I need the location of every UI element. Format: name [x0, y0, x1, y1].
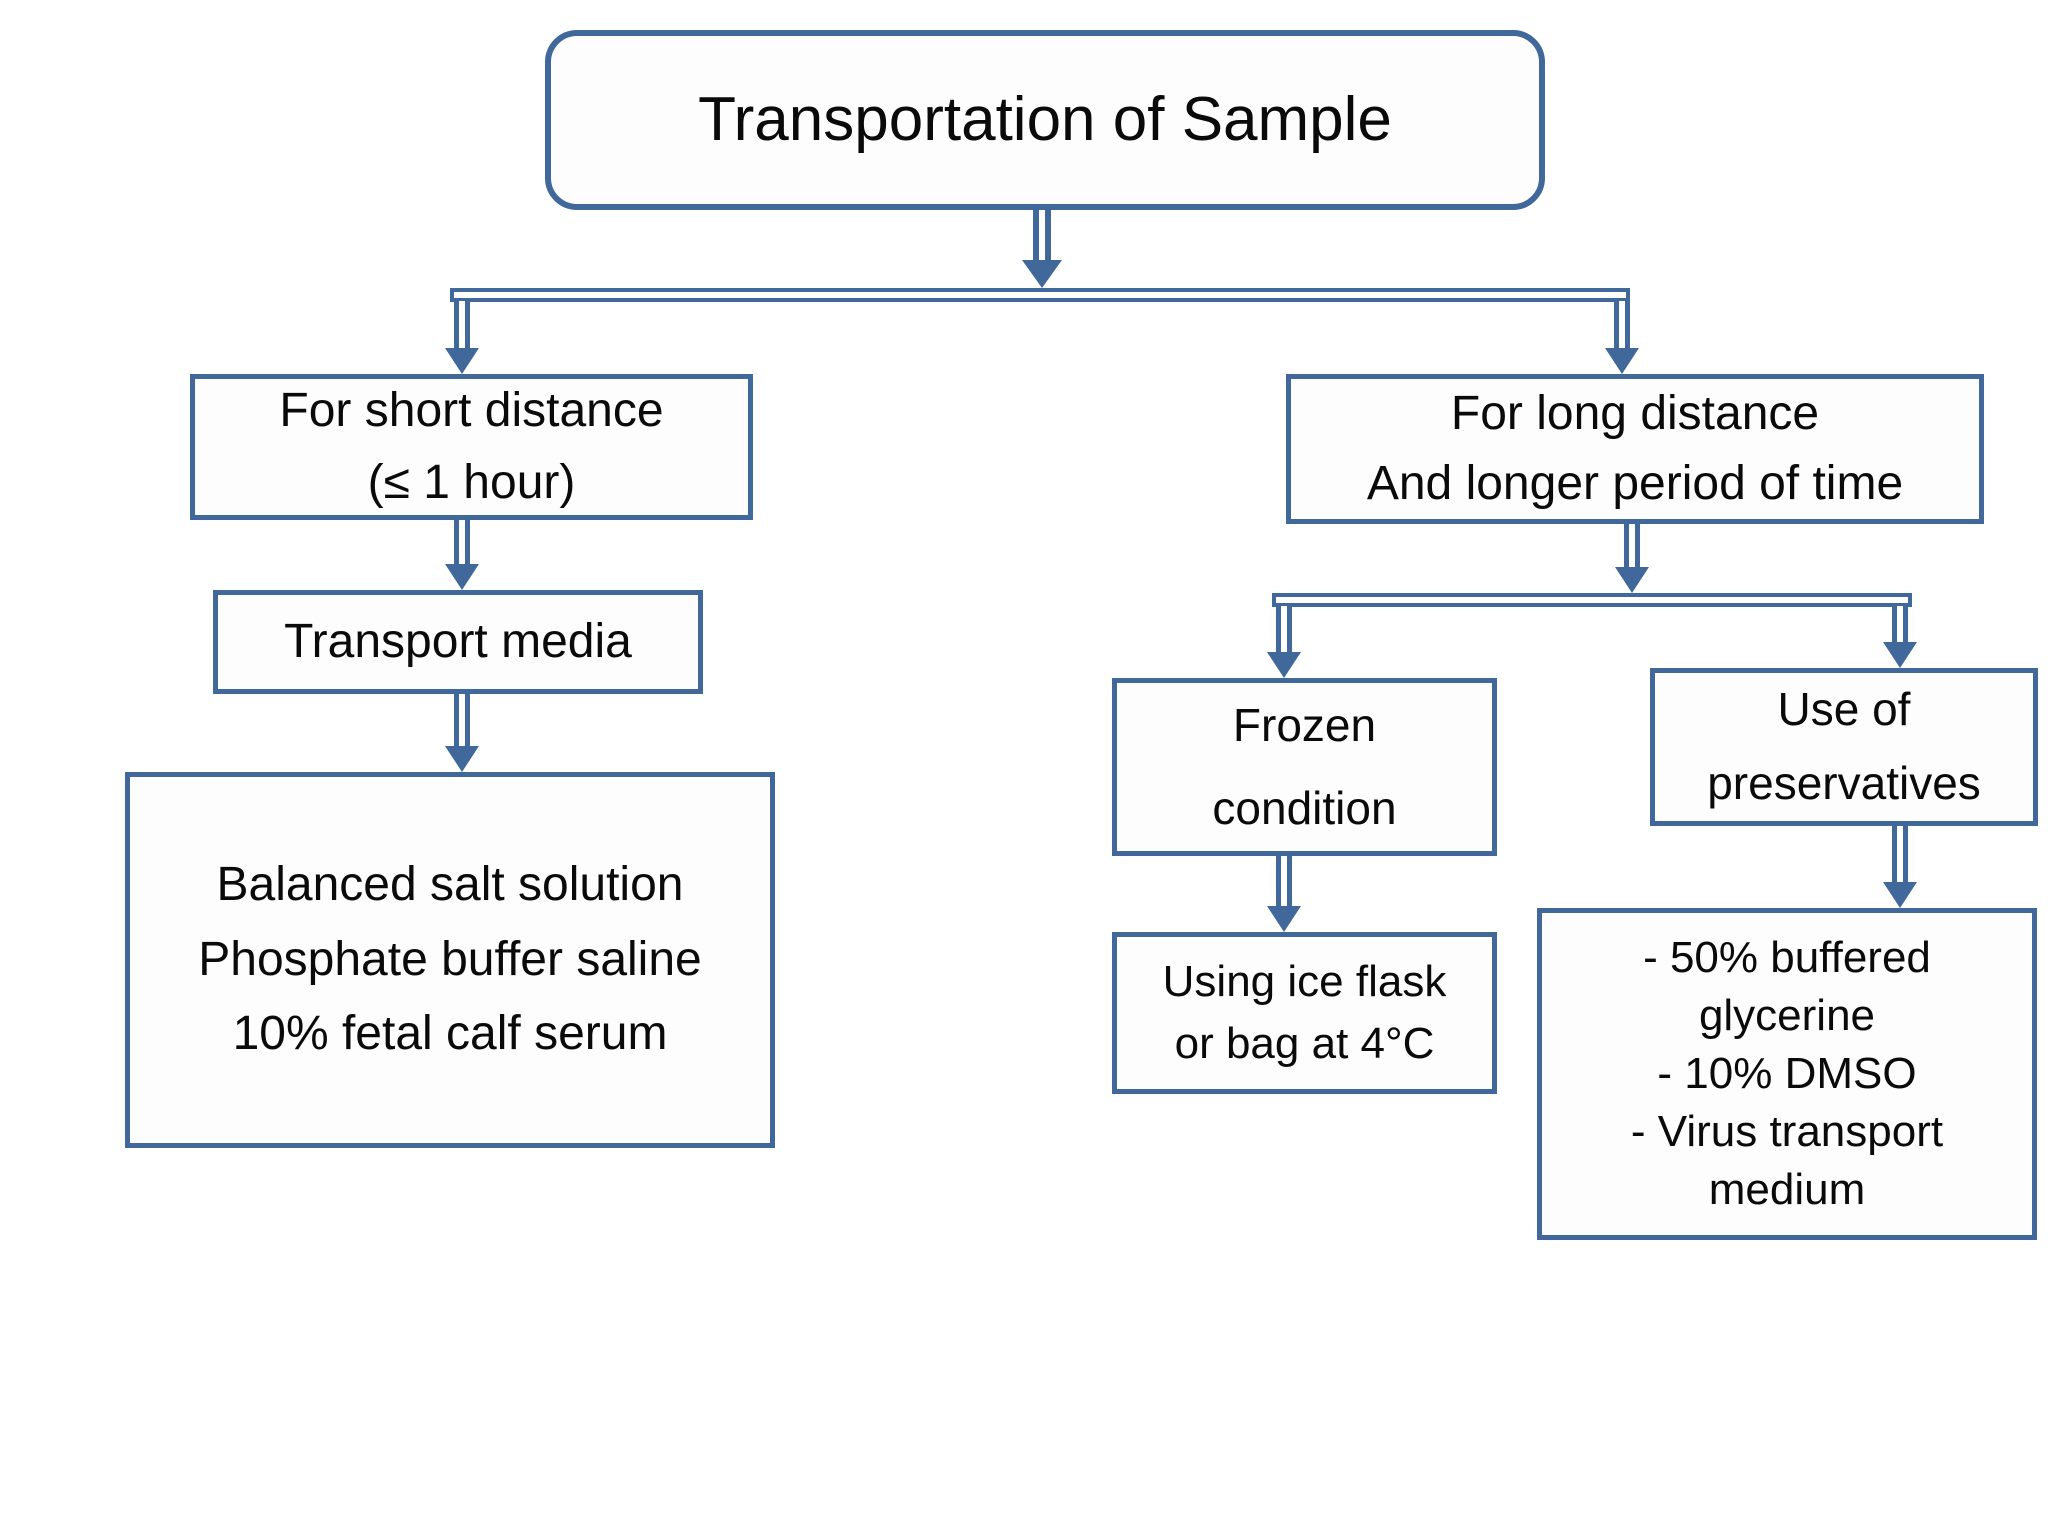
- node-preservatives-detail: - 50% buffered glycerine - 10% DMSO - Vi…: [1537, 908, 2037, 1240]
- arrow-split2-right: [1883, 606, 1917, 668]
- arrow-head-icon: [1605, 348, 1639, 374]
- arrow-split2-left: [1267, 606, 1301, 678]
- arrow-shaft: [1892, 826, 1908, 882]
- split-bar-main: [450, 288, 1630, 302]
- arrow-head-icon: [445, 746, 479, 772]
- arrow-long-to-split: [1615, 524, 1649, 593]
- arrow-preservatives-to-detail: [1883, 826, 1917, 908]
- arrow-head-icon: [1267, 906, 1301, 932]
- arrow-shaft: [1033, 210, 1051, 260]
- node-frozen-condition-label: Frozen condition: [1212, 699, 1397, 834]
- node-use-of-preservatives: Use of preservatives: [1650, 668, 2038, 826]
- arrow-short-to-media: [445, 520, 479, 590]
- arrow-shaft: [454, 520, 470, 564]
- arrow-media-to-detail: [445, 694, 479, 772]
- node-transport-media-detail-label: Balanced salt solution Phosphate buffer …: [198, 858, 702, 1061]
- arrow-head-icon: [445, 564, 479, 590]
- arrow-split-right: [1605, 301, 1639, 374]
- arrow-head-icon: [1883, 642, 1917, 668]
- node-long-distance: For long distance And longer period of t…: [1286, 374, 1984, 524]
- arrow-split-left: [445, 301, 479, 374]
- arrow-head-icon: [445, 348, 479, 374]
- arrow-shaft: [454, 301, 470, 348]
- node-frozen-detail-label: Using ice flask or bag at 4°C: [1162, 957, 1447, 1068]
- arrow-shaft: [1892, 606, 1908, 642]
- node-transport-media: Transport media: [213, 590, 703, 694]
- arrow-shaft: [1276, 856, 1292, 906]
- arrow-frozen-to-detail: [1267, 856, 1301, 932]
- node-preservatives-detail-label: - 50% buffered glycerine - 10% DMSO - Vi…: [1630, 932, 1944, 1215]
- arrow-title-to-split: [1022, 210, 1062, 288]
- arrow-head-icon: [1883, 882, 1917, 908]
- node-frozen-condition: Frozen condition: [1112, 678, 1497, 856]
- node-transport-media-detail: Balanced salt solution Phosphate buffer …: [125, 772, 775, 1148]
- arrow-shaft: [1614, 301, 1630, 348]
- split-bar-long: [1272, 593, 1912, 607]
- arrow-shaft: [454, 694, 470, 746]
- node-long-distance-label: For long distance And longer period of t…: [1366, 387, 1904, 510]
- arrow-head-icon: [1615, 567, 1649, 593]
- node-short-distance-label: For short distance (≤ 1 hour): [279, 384, 664, 509]
- arrow-head-icon: [1267, 652, 1301, 678]
- arrow-head-icon: [1022, 260, 1062, 288]
- node-short-distance: For short distance (≤ 1 hour): [190, 374, 753, 520]
- node-frozen-detail: Using ice flask or bag at 4°C: [1112, 932, 1497, 1094]
- node-title: Transportation of Sample: [545, 30, 1545, 210]
- arrow-shaft: [1276, 606, 1292, 652]
- node-transport-media-label: Transport media: [284, 614, 632, 668]
- arrow-shaft: [1624, 524, 1640, 567]
- node-title-label: Transportation of Sample: [698, 84, 1392, 154]
- node-use-of-preservatives-label: Use of preservatives: [1707, 683, 1981, 809]
